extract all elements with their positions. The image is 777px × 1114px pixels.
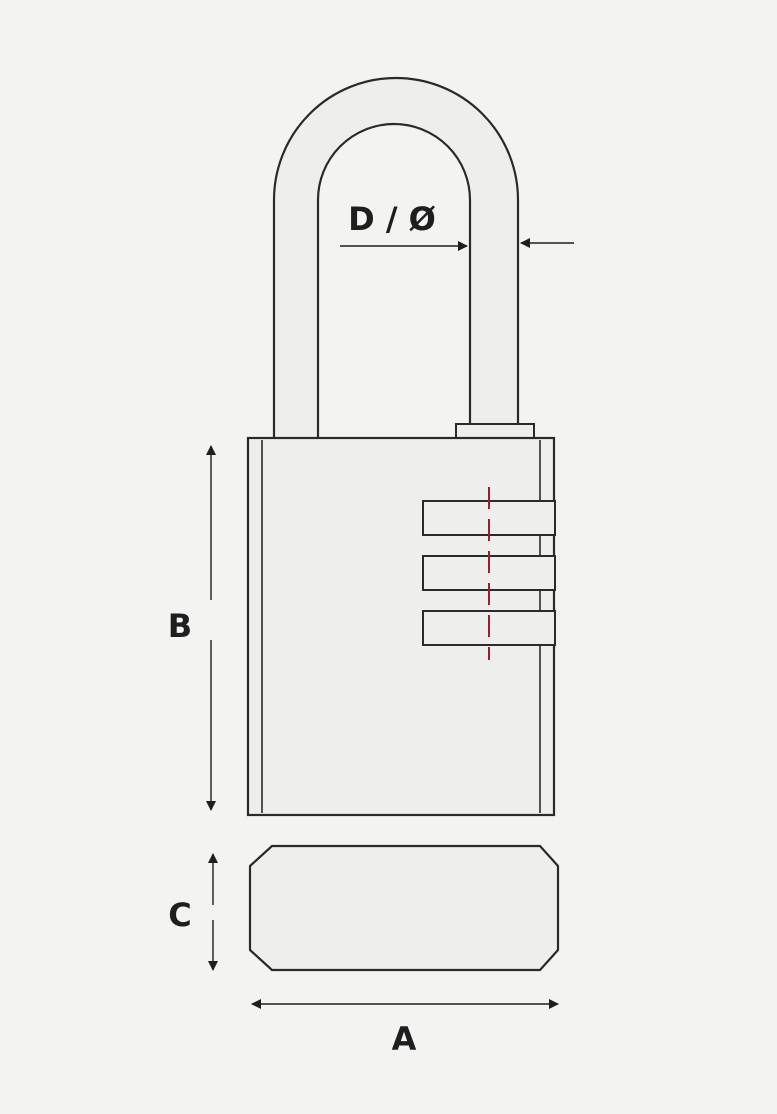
dimension-d: D / Ø bbox=[340, 200, 574, 251]
dimension-b: B bbox=[168, 445, 216, 811]
lock-bottom-view bbox=[248, 844, 560, 972]
shackle bbox=[272, 76, 535, 444]
combination-dials bbox=[422, 487, 556, 660]
dimension-b-label: B bbox=[168, 607, 192, 645]
dimension-a: A bbox=[251, 999, 559, 1058]
dimension-c: C bbox=[168, 853, 218, 971]
dimension-a-label: A bbox=[392, 1020, 417, 1058]
dimension-d-label: D / Ø bbox=[348, 200, 436, 238]
shackle-outline bbox=[272, 76, 520, 444]
dimension-c-label: C bbox=[168, 896, 191, 934]
shackle-collar bbox=[455, 423, 535, 439]
